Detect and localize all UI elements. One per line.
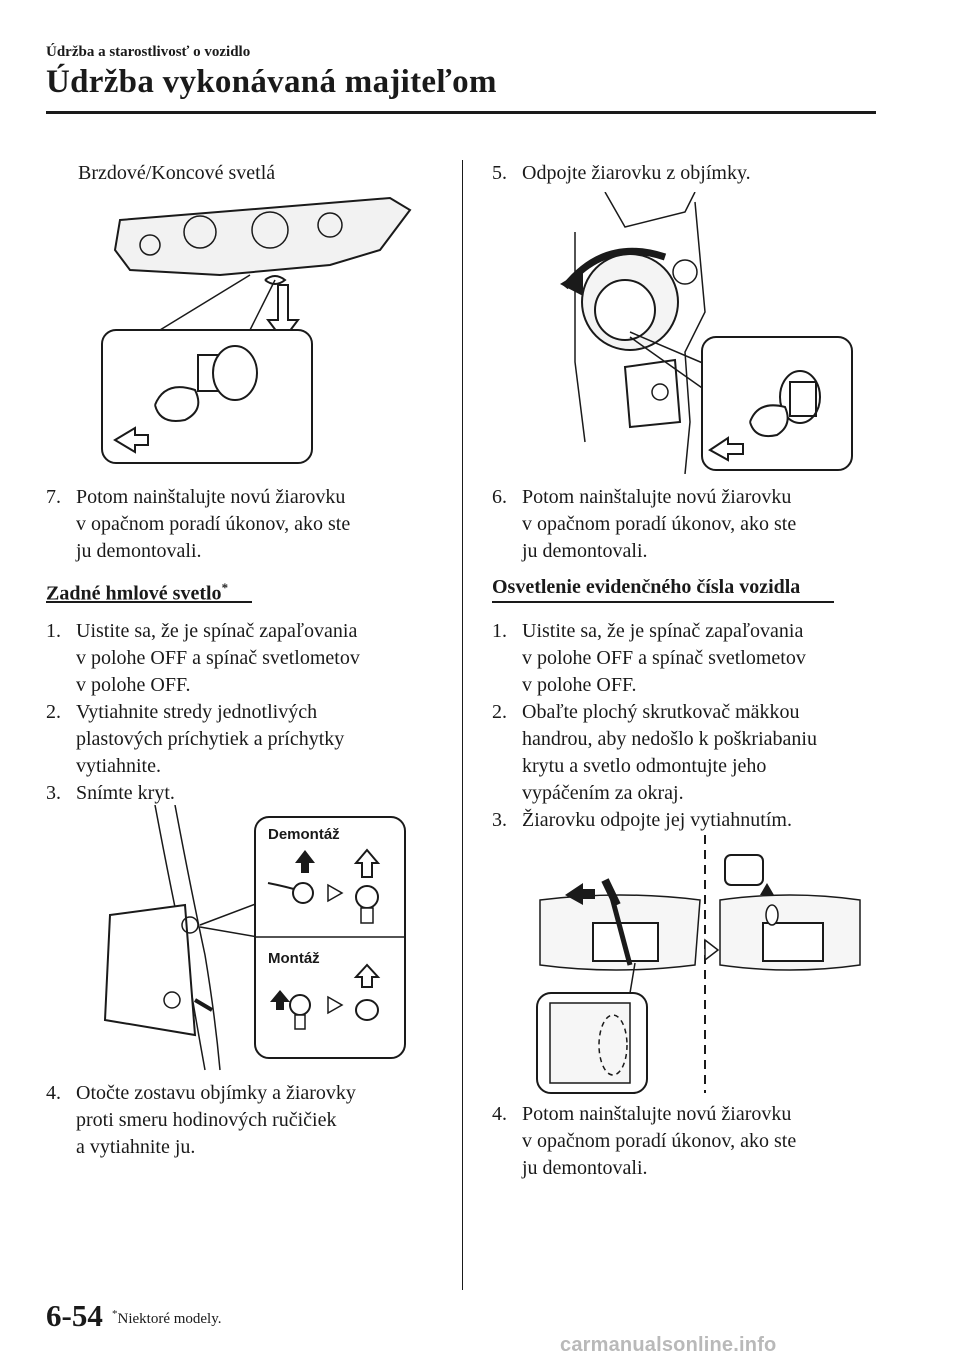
page-title: Údržba vykonávaná majiteľom [46, 64, 497, 100]
step-line: ju demontovali. [76, 540, 202, 562]
license-plate-figure [535, 835, 865, 1095]
tail-lamp-figure [100, 190, 420, 465]
socket-figure [545, 192, 855, 474]
removal-label: Demontáž [268, 826, 340, 843]
brake-tail-caption: Brzdové/Koncové svetlá [78, 162, 276, 184]
fog-light-heading: Zadné hmlové svetlo* [46, 574, 266, 608]
footnote: *Niektoré modely. [112, 1308, 222, 1327]
column-divider [462, 160, 463, 1290]
license-plate-heading: Osvetlenie evidenčného čísla vozidla [492, 574, 842, 603]
fog-cover-figure: Demontáž Montáž [100, 805, 410, 1075]
install-label: Montáž [268, 950, 320, 967]
step-line: v opačnom poradí úkonov, ako ste [76, 513, 351, 535]
watermark: carmanualsonline.info [560, 1334, 777, 1356]
breadcrumb: Údržba a starostlivosť o vozidlo [46, 44, 251, 60]
step-number: 7. [46, 486, 61, 508]
page-number: 6-54 [46, 1298, 103, 1333]
step-line: Potom nainštalujte novú žiarovku [76, 486, 346, 508]
title-rule [46, 111, 876, 114]
